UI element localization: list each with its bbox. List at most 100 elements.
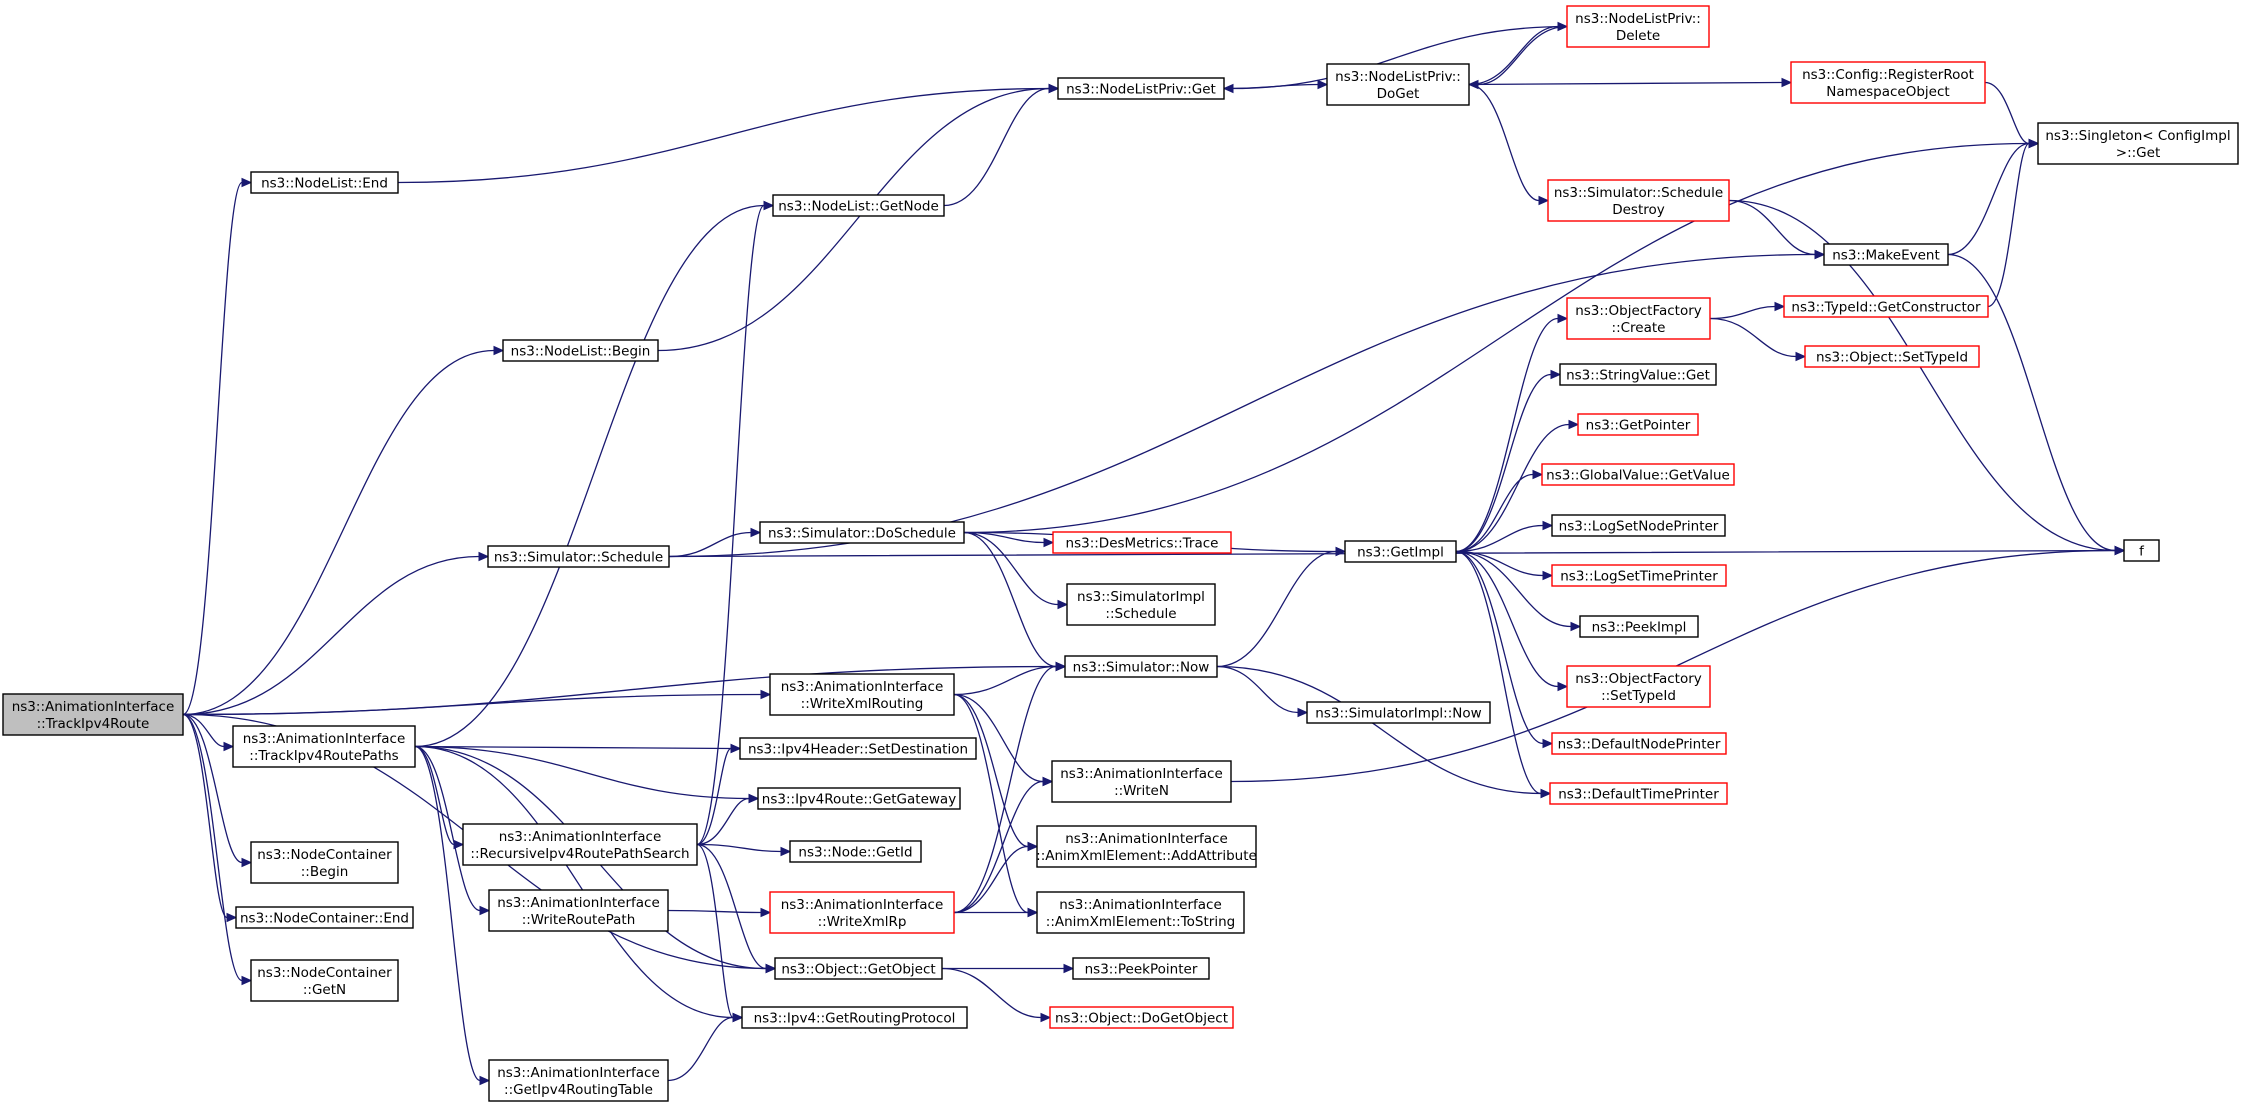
node-ns3-objectfactory-create[interactable]: ns3::ObjectFactory::Create xyxy=(1566,297,1711,340)
node-ns3-desmetrics-trace[interactable]: ns3::DesMetrics::Trace xyxy=(1052,531,1232,554)
node-ns3-nodelist-getnode[interactable]: ns3::NodeList::GetNode xyxy=(772,194,945,217)
node-ns3-nodelist-end[interactable]: ns3::NodeList::End xyxy=(250,171,399,194)
node-box xyxy=(1344,540,1457,563)
node-ns3-ipv4route-getgateway[interactable]: ns3::Ipv4Route::GetGateway xyxy=(757,787,961,810)
edge-line xyxy=(953,665,1057,914)
node-ns3-objectfactory-settypeid[interactable]: ns3::ObjectFactory::SetTypeId xyxy=(1566,665,1711,708)
node-label: >::Get xyxy=(2116,145,2160,161)
node-label: ns3::LogSetTimePrinter xyxy=(1560,569,1718,585)
edge-n30-to-n40 xyxy=(414,745,491,916)
node-ns3-nodecontainer-begin[interactable]: ns3::NodeContainer::Begin xyxy=(250,841,399,884)
node-label: ns3::NodeListPriv::Get xyxy=(1066,82,1216,98)
edge-line xyxy=(1455,473,1534,553)
arrowhead-icon xyxy=(1532,469,1544,480)
node-label: ns3::AnimationInterface xyxy=(781,897,944,913)
node-label: ::GetIpv4RoutingTable xyxy=(504,1082,653,1098)
edge-n49-to-n48 xyxy=(667,1012,744,1082)
node-box xyxy=(1326,63,1470,106)
edge-line xyxy=(696,843,734,1019)
node-label: ::Schedule xyxy=(1105,606,1176,622)
arrowhead-icon xyxy=(1774,301,1786,312)
node-box xyxy=(1566,297,1711,340)
node-ns3-animationinterface-writexmlrp[interactable]: ns3::AnimationInterface::WriteXmlRp xyxy=(769,891,955,934)
node-ns3-animationinterface-writen[interactable]: ns3::AnimationInterface::WriteN xyxy=(1051,760,1232,803)
node-box xyxy=(232,725,416,768)
node-ns3-animationinterface-animxmlelement-addattribute[interactable]: ns3::AnimationInterface::AnimXmlElement:… xyxy=(1036,825,1257,868)
node-ns3-makeevent[interactable]: ns3::MakeEvent xyxy=(1823,243,1949,266)
node-ns3-animationinterface-getipv4routingtable[interactable]: ns3::AnimationInterface::GetIpv4RoutingT… xyxy=(488,1059,669,1102)
node-label: ns3::NodeListPriv:: xyxy=(1575,11,1701,27)
node-ns3-nodelistpriv-doget[interactable]: ns3::NodeListPriv::DoGet xyxy=(1326,63,1470,106)
node-label: DoGet xyxy=(1377,86,1420,102)
node-ns3-animationinterface-animxmlelement-tostring[interactable]: ns3::AnimationInterface::AnimXmlElement:… xyxy=(1036,891,1245,934)
node-ns3-stringvalue-get[interactable]: ns3::StringValue::Get xyxy=(1559,363,1717,386)
edge-line xyxy=(1455,550,1559,688)
node-ns3-object-dogetobject[interactable]: ns3::Object::DoGetObject xyxy=(1049,1006,1234,1029)
node-ns3-typeid-getconstructor[interactable]: ns3::TypeId::GetConstructor xyxy=(1783,295,1989,318)
node-ns3-getimpl[interactable]: ns3::GetImpl xyxy=(1344,540,1457,563)
edge-n21-to-n32 xyxy=(1455,550,1554,749)
edge-n3-to-n4 xyxy=(1468,21,1569,86)
node-ns3-simulator-doschedule[interactable]: ns3::Simulator::DoSchedule xyxy=(759,521,965,544)
node-ns3-defaulttimeprinter[interactable]: ns3::DefaultTimePrinter xyxy=(1549,782,1728,805)
edge-n18-to-n19 xyxy=(668,527,762,558)
node-ns3-globalvalue-getvalue[interactable]: ns3::GlobalValue::GetValue xyxy=(1541,463,1735,486)
edge-line xyxy=(1216,550,1337,668)
arrowhead-icon xyxy=(478,551,490,562)
node-label: ns3::DefaultTimePrinter xyxy=(1558,787,1719,803)
node-ns3-nodelistpriv-get[interactable]: ns3::NodeListPriv::Get xyxy=(1057,77,1225,100)
node-label: ns3::Simulator::Now xyxy=(1073,660,1210,676)
edge-line xyxy=(182,349,495,716)
edge-n4-to-n2 xyxy=(1222,25,1568,94)
node-ns3-simulatorimpl-now[interactable]: ns3::SimulatorImpl::Now xyxy=(1306,701,1491,724)
node-label: ::TrackIpv4RoutePaths xyxy=(249,748,398,764)
edge-line xyxy=(668,531,752,558)
node-ns3-animationinterface-writeroutepath[interactable]: ns3::AnimationInterface::WriteRoutePath xyxy=(488,889,669,932)
node-ns3-nodelist-begin[interactable]: ns3::NodeList::Begin xyxy=(502,339,659,362)
edge-line xyxy=(414,745,734,1019)
edge-line xyxy=(414,745,481,912)
edge-line xyxy=(1455,373,1552,553)
node-ns3-animationinterface-trackipv4routepaths[interactable]: ns3::AnimationInterface::TrackIpv4RouteP… xyxy=(232,725,416,768)
node-ns3-node-getid[interactable]: ns3::Node::GetId xyxy=(789,840,922,863)
node-ns3-nodelistpriv-delete[interactable]: ns3::NodeListPriv::Delete xyxy=(1566,5,1710,48)
node-ns3-nodecontainer-getn[interactable]: ns3::NodeContainer::GetN xyxy=(250,959,399,1002)
node-box xyxy=(1783,295,1989,318)
edge-line xyxy=(1947,253,2116,552)
node-label: ns3::NodeList::GetNode xyxy=(778,199,939,215)
node-ns3-simulator-schedule[interactable]: ns3::Simulator::Schedule xyxy=(487,545,670,568)
node-ns3-peekimpl[interactable]: ns3::PeekImpl xyxy=(1579,615,1699,638)
node-ns3-defaultnodeprinter[interactable]: ns3::DefaultNodePrinter xyxy=(1551,732,1727,755)
arrowhead-icon xyxy=(1795,351,1807,362)
node-ns3-peekpointer[interactable]: ns3::PeekPointer xyxy=(1072,957,1210,980)
node-ns3-ipv4header-setdestination[interactable]: ns3::Ipv4Header::SetDestination xyxy=(739,737,977,760)
arrowhead-icon xyxy=(730,743,742,754)
edge-n4-to-n3 xyxy=(1467,25,1568,90)
node-ns3-object-settypeid[interactable]: ns3::Object::SetTypeId xyxy=(1804,345,1980,368)
arrowhead-icon xyxy=(1538,195,1550,206)
node-ns3-logsettimeprinter[interactable]: ns3::LogSetTimePrinter xyxy=(1551,564,1727,587)
node-ns3-object-getobject[interactable]: ns3::Object::GetObject xyxy=(774,957,943,980)
edge-n36-to-n31 xyxy=(696,743,742,846)
node-label: Delete xyxy=(1616,28,1660,44)
edge-n36-to-n8 xyxy=(696,200,775,846)
node-ns3-simulatorimpl-schedule[interactable]: ns3::SimulatorImpl::Schedule xyxy=(1066,583,1216,626)
node-ns3-ipv4-getroutingprotocol[interactable]: ns3::Ipv4::GetRoutingProtocol xyxy=(741,1006,968,1029)
node-ns3-animationinterface-writexmlrouting[interactable]: ns3::AnimationInterface::WriteXmlRouting xyxy=(769,673,955,716)
node-label: ::AnimXmlElement::ToString xyxy=(1046,914,1235,930)
node-ns3-simulator-now[interactable]: ns3::Simulator::Now xyxy=(1064,655,1218,678)
node-ns3-logsetnodeprinter[interactable]: ns3::LogSetNodePrinter xyxy=(1551,514,1726,537)
node-ns3-animationinterface-recursiveipv4routepathsearch[interactable]: ns3::AnimationInterface::RecursiveIpv4Ro… xyxy=(462,823,698,866)
node-ns3-singleton-configimpl-get[interactable]: ns3::Singleton< ConfigImpl >::Get xyxy=(2037,122,2239,165)
arrowhead-icon xyxy=(1297,707,1309,718)
arrowhead-icon xyxy=(479,905,491,916)
edge-n36-to-n39 xyxy=(696,843,792,857)
node-ns3-nodecontainer-end[interactable]: ns3::NodeContainer::End xyxy=(235,906,414,929)
edge-line xyxy=(1728,199,1816,256)
node-ns3-getpointer[interactable]: ns3::GetPointer xyxy=(1577,413,1699,436)
node-label: ns3::GlobalValue::GetValue xyxy=(1546,468,1730,484)
node-ns3-animationinterface-trackipv4route[interactable]: ns3::AnimationInterface::TrackIpv4Route xyxy=(2,693,184,736)
node-f[interactable]: f xyxy=(2123,539,2160,562)
